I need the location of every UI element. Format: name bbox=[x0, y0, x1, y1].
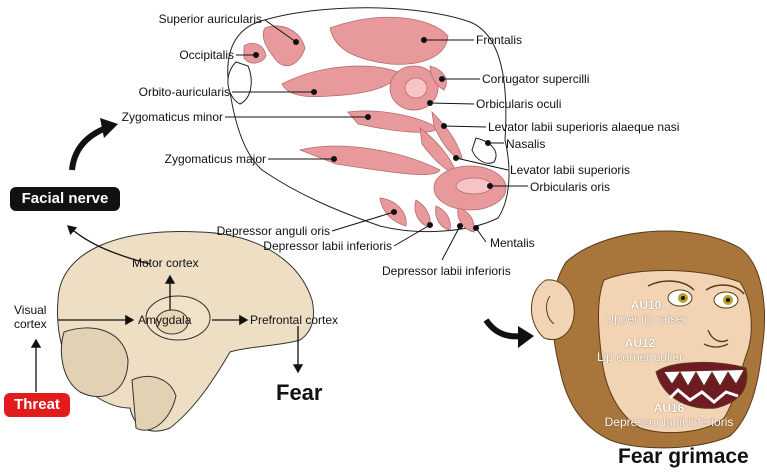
grimace-curved-arrow bbox=[483, 318, 523, 340]
brain-pathway-arrows bbox=[30, 225, 304, 392]
fear-grimace-monkey bbox=[531, 230, 765, 449]
nerve-curved-arrow bbox=[69, 125, 108, 171]
muscle-leader-lines bbox=[225, 19, 528, 261]
brain-illustration bbox=[57, 231, 314, 432]
